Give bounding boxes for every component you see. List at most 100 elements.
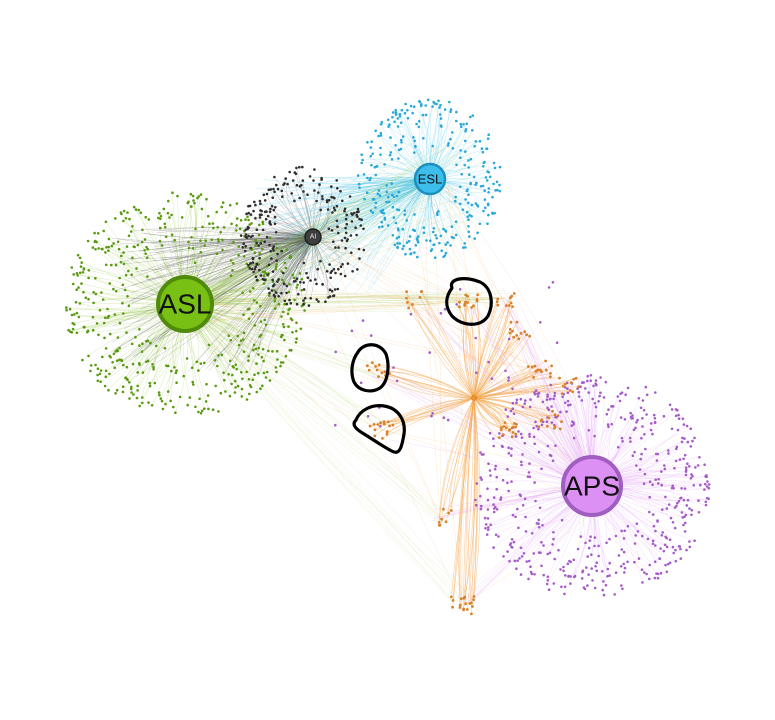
node [269, 188, 273, 191]
node [75, 272, 79, 275]
node [280, 189, 284, 193]
node [261, 384, 264, 388]
node [455, 303, 459, 306]
edge [184, 298, 514, 305]
node [586, 374, 589, 378]
node [241, 338, 245, 341]
node [373, 428, 377, 432]
node [417, 125, 421, 129]
node [382, 211, 386, 215]
node [97, 333, 100, 337]
node [407, 306, 410, 310]
node [566, 404, 570, 407]
node [86, 239, 90, 243]
node [474, 140, 478, 143]
node [521, 405, 525, 409]
node [706, 480, 709, 483]
edge [284, 175, 426, 245]
node [492, 510, 496, 514]
node [207, 407, 210, 411]
node [608, 537, 611, 541]
node [220, 205, 224, 209]
node [479, 476, 483, 479]
hub-aps[interactable]: APS [561, 455, 623, 517]
node [679, 557, 683, 560]
node [268, 291, 271, 295]
node [76, 274, 79, 277]
node [120, 254, 123, 258]
node [468, 173, 471, 176]
node [541, 400, 545, 404]
node [269, 250, 273, 253]
edge [473, 322, 512, 399]
node [332, 206, 336, 210]
node [266, 273, 269, 276]
node [664, 495, 667, 499]
node [651, 483, 654, 487]
node [374, 201, 378, 205]
node [608, 561, 611, 565]
node [517, 337, 521, 341]
node [124, 216, 128, 220]
node [185, 357, 189, 360]
node [466, 210, 469, 214]
node [474, 202, 478, 205]
node [610, 422, 613, 426]
node [267, 188, 271, 192]
edge [323, 230, 551, 421]
node [519, 573, 523, 576]
edge [224, 231, 312, 333]
node [635, 522, 639, 525]
node [507, 452, 511, 455]
node [295, 166, 298, 170]
edge [215, 241, 309, 311]
node [657, 482, 660, 485]
edge [256, 177, 430, 294]
hub-asl[interactable]: ASL [156, 275, 214, 333]
node [94, 239, 97, 243]
node [464, 198, 467, 201]
node [224, 390, 227, 393]
node [100, 291, 103, 294]
node [275, 246, 279, 250]
edge [138, 232, 309, 252]
edge [324, 254, 506, 431]
node [599, 376, 602, 379]
node [355, 210, 359, 214]
node [654, 391, 657, 394]
node [510, 538, 514, 541]
node [108, 332, 112, 336]
node [340, 239, 344, 242]
node [454, 220, 458, 223]
node [343, 209, 346, 213]
edge [234, 236, 309, 293]
node [554, 444, 557, 448]
node [586, 584, 589, 587]
node [70, 331, 74, 334]
node [509, 301, 513, 305]
node [145, 245, 148, 249]
node [400, 138, 403, 142]
node [77, 286, 80, 289]
node [470, 203, 474, 207]
edge [299, 178, 428, 228]
node [274, 265, 278, 269]
edge [278, 177, 428, 190]
node [114, 263, 118, 267]
edge [473, 397, 561, 430]
node [442, 227, 445, 231]
node [601, 588, 604, 592]
node [346, 238, 350, 241]
node [354, 226, 357, 229]
node [405, 296, 408, 300]
node [307, 304, 311, 307]
node [584, 387, 587, 390]
node [412, 136, 415, 139]
node [552, 582, 556, 585]
edge [268, 183, 426, 252]
hub-esl[interactable]: ESL [413, 162, 447, 196]
node [235, 224, 238, 227]
node [108, 282, 112, 285]
hub-ai[interactable]: AI [304, 228, 322, 246]
node [273, 299, 277, 303]
